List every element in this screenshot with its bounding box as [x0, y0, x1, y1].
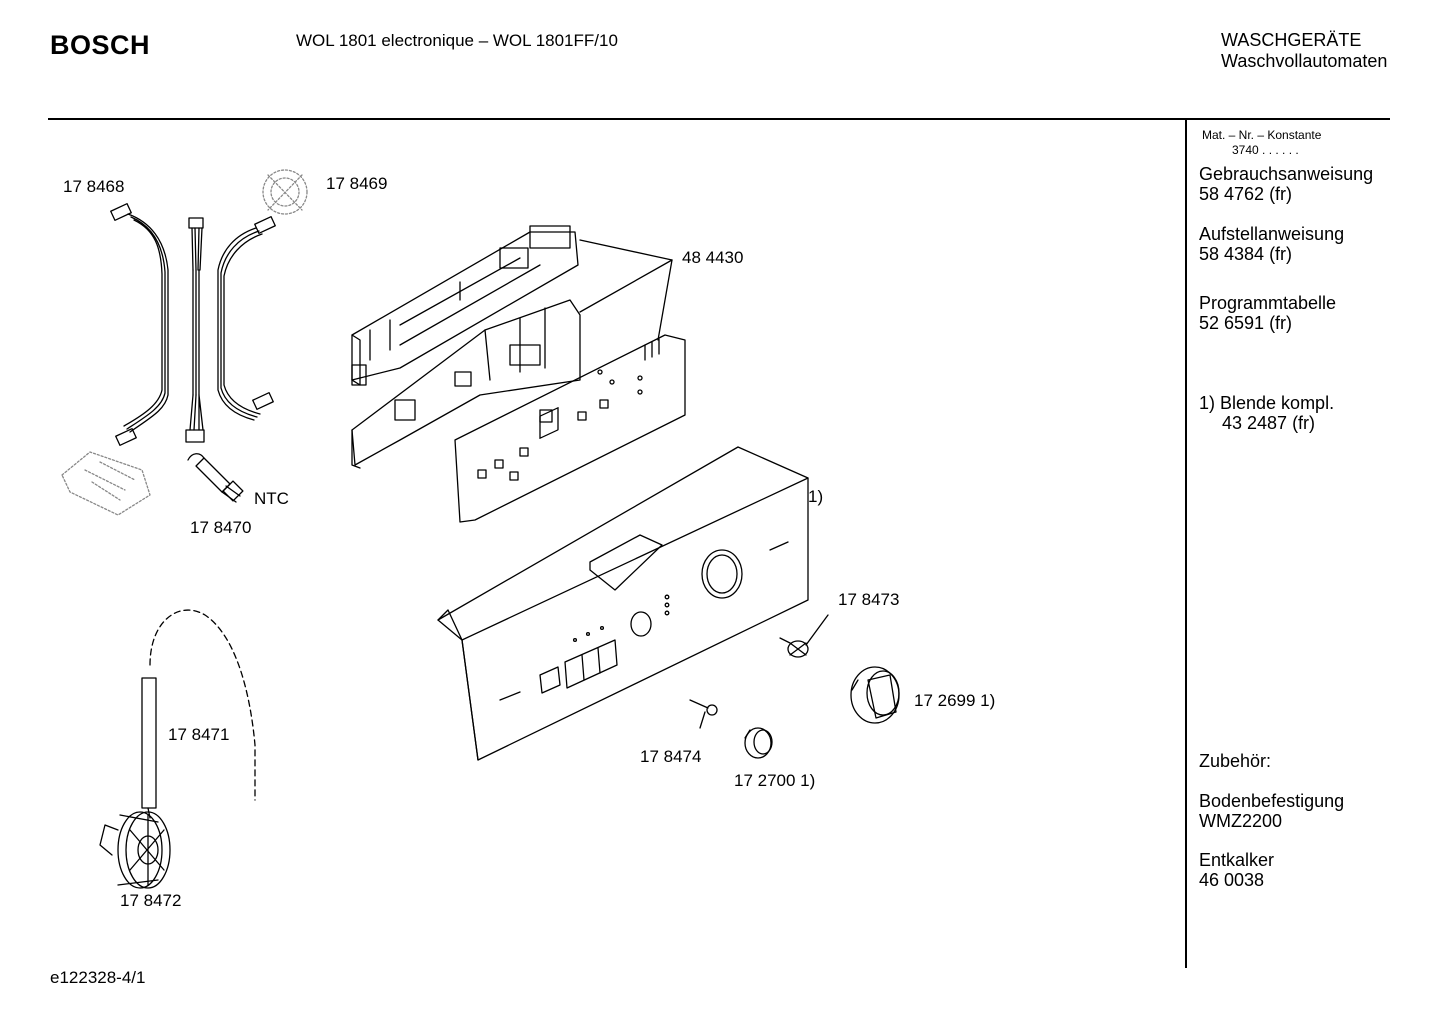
wire-harness-right	[217, 216, 276, 421]
part-label-172700: 17 2700 1)	[734, 771, 816, 790]
mat-number-value: 3740 . . . . . .	[1232, 143, 1299, 157]
accessory-number-descaler: 46 0038	[1199, 870, 1265, 890]
header-divider	[48, 118, 1390, 120]
knob-172700	[744, 727, 773, 759]
part-label-178473: 17 8473	[838, 590, 900, 609]
control-module-upper	[351, 225, 579, 386]
mat-number-label: Mat. – Nr. – Konstante	[1202, 128, 1322, 142]
accessory-title-floor-mount: Bodenbefestigung	[1199, 791, 1345, 811]
part-label-484430: 48 4430	[682, 248, 744, 267]
part-label-ntc: NTC	[254, 489, 289, 508]
wire-harness-middle	[185, 217, 205, 443]
ntc-sensor	[187, 453, 244, 503]
doc-number-program-table: 52 6591 (fr)	[1199, 313, 1293, 333]
drawing-id: e122328-4/1	[50, 968, 146, 987]
exploded-parts-drawing	[61, 169, 900, 889]
part-label-178474: 17 8474	[640, 747, 702, 766]
leader-484430	[579, 239, 673, 341]
wire-harness-left	[110, 203, 169, 446]
pressure-hose	[149, 609, 256, 801]
sidebar-divider	[1185, 120, 1187, 968]
doc-number-user-manual: 58 4762 (fr)	[1199, 184, 1293, 204]
accessories-label: Zubehör:	[1199, 751, 1272, 771]
connector-ghost-bottom	[61, 451, 151, 516]
part-label-178469: 17 8469	[326, 174, 388, 193]
control-panel-fascia	[437, 407, 809, 761]
pcb-board	[454, 334, 686, 523]
doc-title-program-table: Programmtabelle	[1199, 293, 1337, 313]
connector-ghost-top	[262, 169, 308, 215]
accessory-title-descaler: Entkalker	[1199, 850, 1275, 870]
doc-title-user-manual: Gebrauchsanweisung	[1199, 164, 1374, 184]
note-title: 1) Blende kompl.	[1199, 393, 1335, 413]
pressure-switch	[99, 807, 171, 889]
note-number: 43 2487 (fr)	[1222, 413, 1316, 433]
doc-title-installation: Aufstellanweisung	[1199, 224, 1345, 244]
category-subtitle: Waschvollautomaten	[1221, 51, 1388, 71]
part-label-178471: 17 8471	[168, 725, 230, 744]
part-label-178470: 17 8470	[190, 518, 252, 537]
doc-number-installation: 58 4384 (fr)	[1199, 244, 1293, 264]
shaft-178474	[689, 699, 718, 729]
model-title: WOL 1801 electronique – WOL 1801FF/10	[296, 31, 618, 50]
part-label-178468: 17 8468	[63, 177, 125, 196]
part-label-panel-note: 1)	[808, 487, 824, 506]
part-label-178472: 17 8472	[120, 891, 182, 910]
pressure-tube	[141, 677, 157, 809]
knob-172699	[850, 666, 900, 724]
knob-178473	[779, 614, 829, 658]
control-module-lower	[351, 299, 581, 469]
accessory-number-floor-mount: WMZ2200	[1199, 811, 1283, 831]
brand-logo: BOSCH	[50, 30, 151, 60]
category-title: WASCHGERÄTE	[1221, 30, 1362, 50]
part-label-172699: 17 2699 1)	[914, 691, 996, 710]
